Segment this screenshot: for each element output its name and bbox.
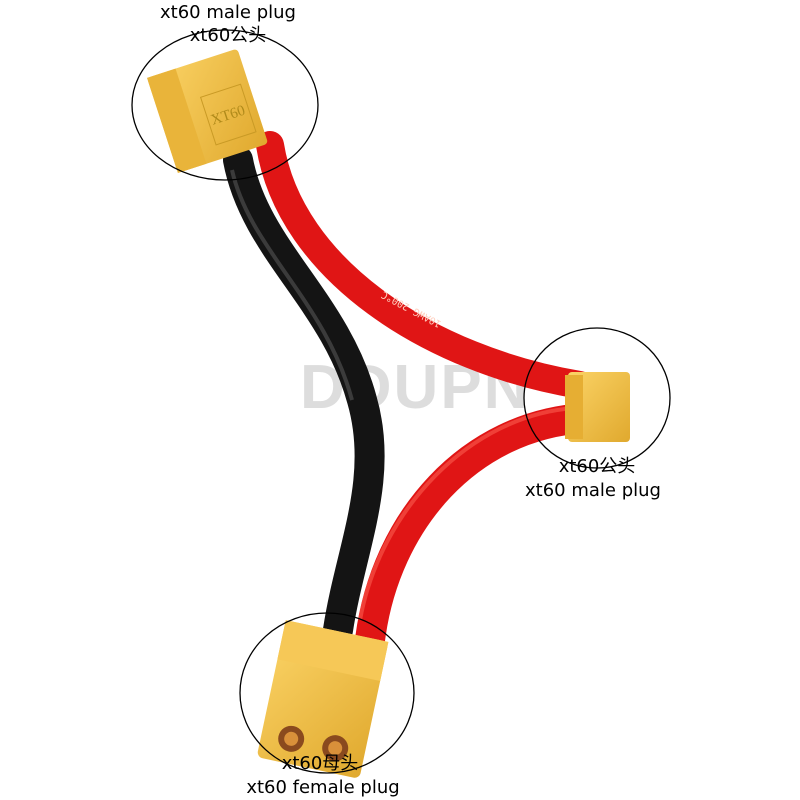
label-bottom-zh: xt60母头 — [281, 753, 359, 774]
bottom-female-connector — [257, 620, 389, 778]
highlight-circle-top — [131, 29, 319, 181]
label-top-en: xt60 male plug — [160, 2, 296, 23]
label-bottom-en: xt60 female plug — [246, 777, 400, 798]
right-male-connector — [565, 372, 630, 442]
black-wire — [223, 145, 385, 645]
red-wire-top — [256, 131, 594, 399]
label-right-zh: xt60公头 — [558, 456, 636, 477]
highlight-circle-right — [523, 327, 671, 469]
top-male-connector: XT60 — [146, 49, 268, 174]
label-right-en: xt60 male plug — [525, 480, 661, 501]
red-wire-bottom — [355, 403, 600, 655]
label-top-zh: xt60公头 — [189, 25, 267, 46]
highlight-circle-bottom — [239, 612, 415, 774]
